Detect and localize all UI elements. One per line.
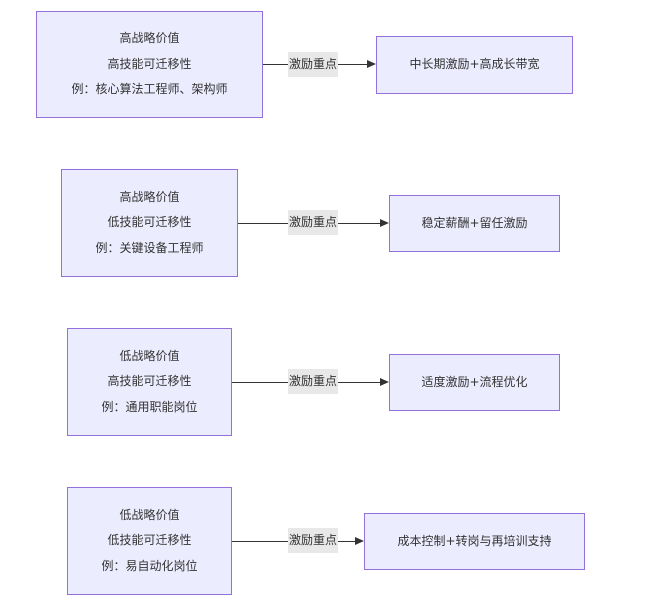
source-node-2[interactable]: 高战略价值 低技能可迁移性 例：关键设备工程师 [61,169,238,277]
source-node-1-example: 例：核心算法工程师、架构师 [71,82,228,97]
target-node-1-label: 中长期激励+高成长带宽 [409,57,540,72]
source-node-4-example: 例：易自动化岗位 [101,558,198,573]
edge-3-label: 激励重点 [288,369,338,394]
source-node-2-example: 例：关键设备工程师 [95,240,204,255]
edge-4-label: 激励重点 [288,528,338,553]
edge-2-arrowhead-icon [380,219,389,227]
source-node-3-strategic-value: 低战略价值 [119,348,180,363]
target-node-4[interactable]: 成本控制+转岗与再培训支持 [364,513,585,570]
source-node-4-strategic-value: 低战略价值 [119,507,180,522]
source-node-2-skill-transferability: 低技能可迁移性 [107,215,192,230]
target-node-4-label: 成本控制+转岗与再培训支持 [397,533,552,548]
edge-1-label: 激励重点 [288,52,338,77]
source-node-3[interactable]: 低战略价值 高技能可迁移性 例：通用职能岗位 [67,328,232,436]
edge-1-arrowhead-icon [367,60,376,68]
target-node-2-label: 稳定薪酬+留任激励 [421,215,528,230]
source-node-1[interactable]: 高战略价值 高技能可迁移性 例：核心算法工程师、架构师 [36,11,263,118]
edge-3-arrowhead-icon [380,378,389,386]
edge-2-label: 激励重点 [288,210,338,235]
target-node-3[interactable]: 适度激励+流程优化 [389,354,560,411]
source-node-2-strategic-value: 高战略价值 [119,189,180,204]
source-node-3-example: 例：通用职能岗位 [101,399,198,414]
source-node-4-skill-transferability: 低技能可迁移性 [107,533,192,548]
target-node-2[interactable]: 稳定薪酬+留任激励 [389,195,560,252]
target-node-3-label: 适度激励+流程优化 [421,374,528,389]
source-node-1-skill-transferability: 高技能可迁移性 [107,56,192,71]
source-node-4[interactable]: 低战略价值 低技能可迁移性 例：易自动化岗位 [67,487,232,595]
edge-4-arrowhead-icon [355,537,364,545]
source-node-3-skill-transferability: 高技能可迁移性 [107,374,192,389]
source-node-1-strategic-value: 高战略价值 [119,31,180,46]
target-node-1[interactable]: 中长期激励+高成长带宽 [376,36,573,94]
